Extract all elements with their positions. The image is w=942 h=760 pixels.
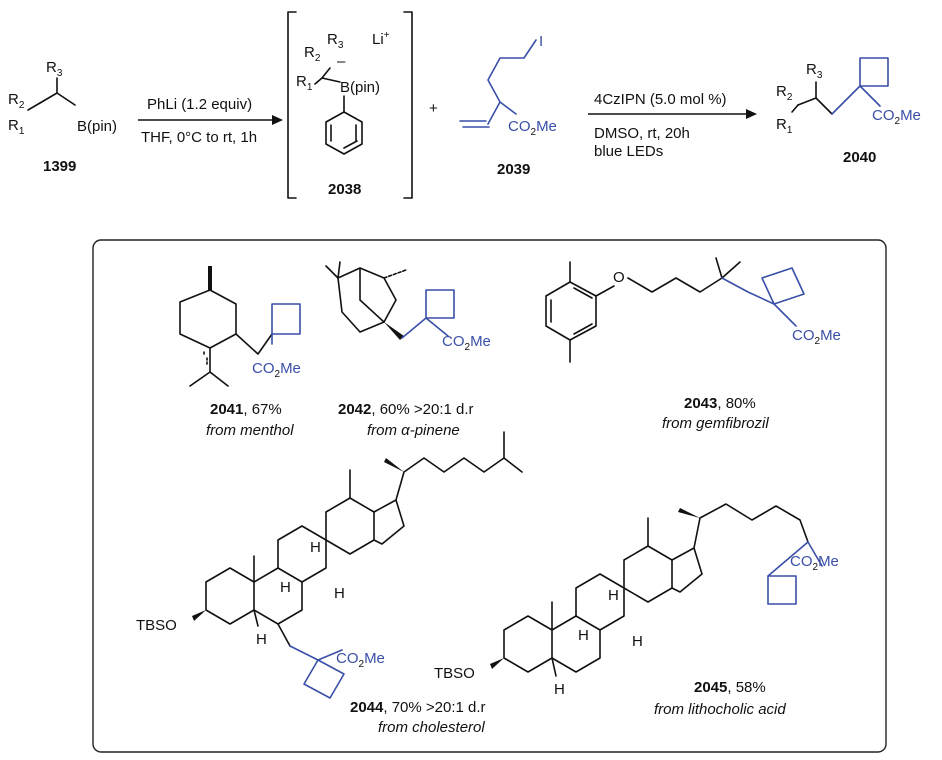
plus-sign: + (429, 100, 438, 117)
int-r2-label: R2 (304, 44, 321, 64)
examples-box (92, 239, 887, 753)
co2me-2043: CO2Me (792, 327, 841, 347)
iodine-label: I (539, 33, 543, 50)
int-r3-label: R3 (327, 31, 344, 51)
step2-conditions: DMSO, rt, 20h (594, 125, 690, 142)
source-2044: from cholesterol (378, 719, 485, 736)
caption-2044: 2044, 70% >20:1 d.r (350, 699, 486, 716)
int-bpin-label: B(pin) (340, 79, 380, 96)
li-counterion: Li+ (372, 30, 390, 48)
example-2043: O CO2Me 2043, 80% from gemfibrozil (545, 257, 841, 432)
co2me-2041: CO2Me (252, 360, 301, 380)
source-2043: from gemfibrozil (662, 415, 769, 432)
step1-conditions: THF, 0°C to rt, 1h (141, 129, 257, 146)
h-2045-c: H (632, 633, 643, 650)
prod-r3-label: R3 (806, 61, 823, 81)
intermediate-2038: R3 R2 R1 Li+ – B(pin) 2038 (287, 11, 413, 199)
co2me-2045: CO2Me (790, 553, 839, 573)
h-2044-c: H (334, 585, 345, 602)
example-2041: CO2Me 2041, 67% from menthol (179, 266, 301, 439)
co2me-2042: CO2Me (442, 333, 491, 353)
caption-2041: 2041, 67% (210, 401, 282, 418)
source-2041: from menthol (206, 422, 294, 439)
compound-id-2039: 2039 (497, 161, 530, 178)
prod-co2me: CO2Me (872, 107, 921, 127)
int-r1-label: R1 (296, 73, 313, 93)
compound-id-1399: 1399 (43, 158, 76, 175)
compound-id-2038: 2038 (328, 181, 361, 198)
example-2042: CO2Me 2042, 60% >20:1 d.r from α-pinene (325, 261, 491, 439)
tbso-2045: TBSO (434, 665, 475, 682)
step2-light: blue LEDs (594, 143, 663, 160)
reaction-arrow-1: PhLi (1.2 equiv) THF, 0°C to rt, 1h (138, 96, 283, 146)
step1-reagent: PhLi (1.2 equiv) (147, 96, 252, 113)
reagent-2039: I CO2Me 2039 (459, 33, 557, 178)
bpin-label: B(pin) (77, 118, 117, 135)
h-2045-d: H (554, 681, 565, 698)
product-2040: R3 R2 R1 CO2Me 2040 (776, 57, 921, 166)
source-2045: from lithocholic acid (654, 701, 786, 718)
tbso-2044: TBSO (136, 617, 177, 634)
r2-label: R2 (8, 91, 25, 111)
h-2045-a: H (578, 627, 589, 644)
r1-label: R1 (8, 117, 25, 137)
source-2042: from α-pinene (367, 422, 460, 439)
reactant-1399: R3 R2 R1 B(pin) 1399 (8, 59, 117, 175)
example-2044: TBSO H H H H CO2Me 2044, 70% >20:1 d.r f… (136, 431, 523, 736)
prod-r1-label: R1 (776, 116, 793, 136)
h-2045-b: H (608, 587, 619, 604)
reaction-arrow-2: 4CzIPN (5.0 mol %) DMSO, rt, 20h blue LE… (588, 91, 757, 160)
h-2044-b: H (310, 539, 321, 556)
h-2044-d: H (256, 631, 267, 648)
prod-r2-label: R2 (776, 83, 793, 103)
caption-2043: 2043, 80% (684, 395, 756, 412)
minus-charge: – (337, 53, 346, 70)
compound-id-2040: 2040 (843, 149, 876, 166)
caption-2045: 2045, 58% (694, 679, 766, 696)
reagent-co2me: CO2Me (508, 118, 557, 138)
co2me-2044: CO2Me (336, 650, 385, 670)
example-2045: TBSO H H H H CO2Me 2045, 58% from lithoc… (434, 503, 839, 718)
ether-o: O (613, 269, 625, 286)
caption-2042: 2042, 60% >20:1 d.r (338, 401, 474, 418)
step2-catalyst: 4CzIPN (5.0 mol %) (594, 91, 727, 108)
r3-label: R3 (46, 59, 63, 79)
h-2044-a: H (280, 579, 291, 596)
